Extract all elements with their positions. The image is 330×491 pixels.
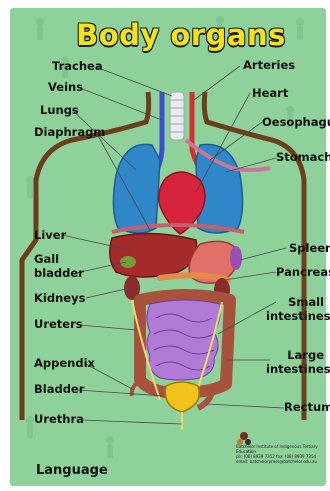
label-gall-bladder-line2: bladder [34,267,84,280]
spleen [230,246,242,270]
label-liver: Liver [34,229,66,242]
publisher-line3: email: batchelorpress@batchelor.edu.au [236,459,328,464]
label-bladder: Bladder [34,383,84,396]
label-small-intestines-line2: intestines [266,310,324,323]
gall-bladder [120,256,136,268]
label-arteries: Arteries [243,59,295,72]
label-veins: Veins [48,81,83,94]
label-kidneys: Kidneys [34,292,85,305]
label-ureters: Ureters [34,318,83,331]
label-trachea: Trachea [52,60,103,73]
label-appendix: Appendix [34,357,95,370]
poster-title: Body organs [0,18,330,52]
label-oesophagus: Oesophagus [262,116,330,129]
label-lungs: Lungs [40,104,79,117]
label-large-intestines-line2: intestines [266,363,324,376]
label-rectum: Rectum [284,401,330,414]
publisher-info: Batchelor Institute of Indigenous Tertia… [236,444,328,464]
label-gall-bladder-line1: Gall [34,253,59,266]
publisher-line1: Batchelor Institute of Indigenous Tertia… [236,444,328,454]
label-small-intestines-line1: Small [266,296,324,309]
label-large-intestines-line1: Large [266,349,324,362]
label-spleen: Spleen [289,242,330,255]
label-diaphragm: Diaphragm [34,126,105,139]
label-urethra: Urethra [34,413,84,426]
small-intestines [147,300,220,380]
label-stomach: Stomach [276,151,330,164]
label-heart: Heart [252,87,288,100]
language-label: Language [36,463,108,478]
label-pancreas: Pancreas [276,266,330,279]
